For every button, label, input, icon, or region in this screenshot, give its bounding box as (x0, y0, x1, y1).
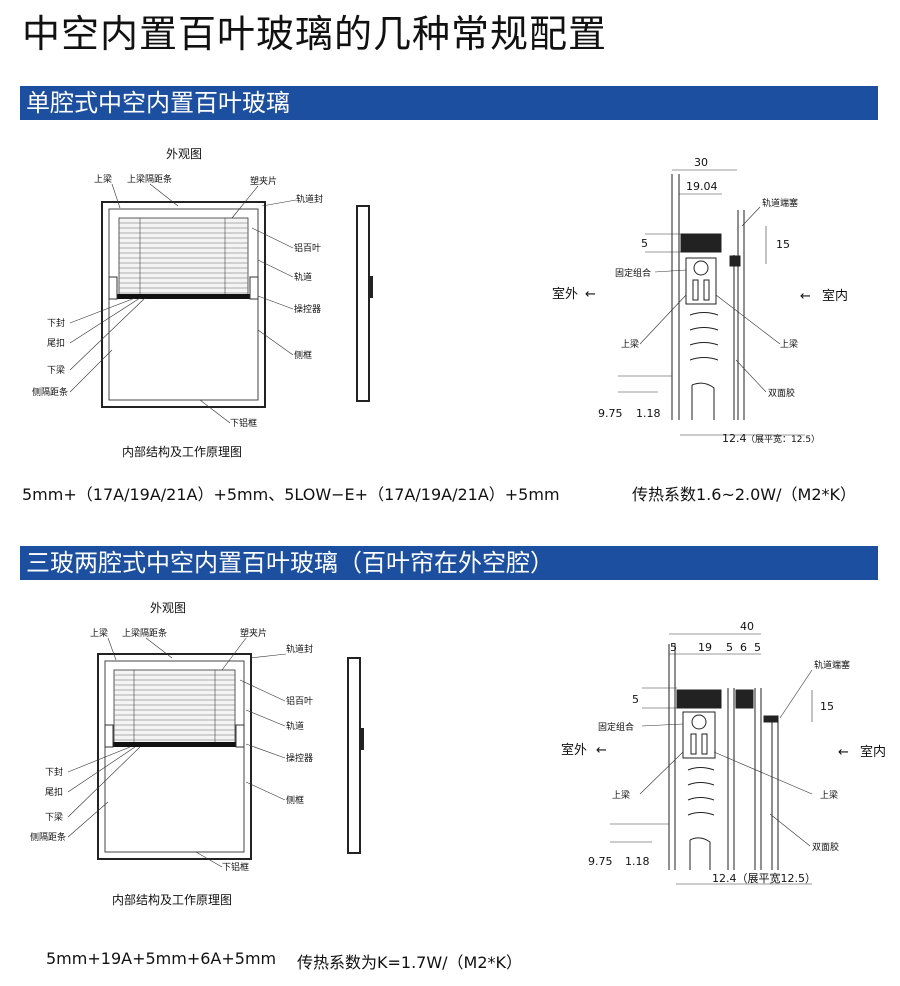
section-1-diagram: 外观图 上梁 上梁隔距条 塑夹片 轨道封 铝百叶 轨道 操控器 侧框 下铝 (32, 147, 848, 459)
label-tail-buckle: 尾扣 (45, 786, 63, 798)
section-2-heat: 传热系数为K=1.7W/（M2*K） (297, 953, 523, 972)
section-2-diagram: 外观图 上梁 上梁隔距条 塑夹片 轨道封 铝百叶 轨道 操控器 侧框 下铝框 下… (30, 601, 886, 907)
label-tail-buckle: 尾扣 (47, 337, 65, 349)
track-block-left (104, 724, 114, 748)
label-double-cavity: 双面胶 (768, 387, 795, 399)
label-left-beam: 上梁 (612, 789, 630, 801)
arrow-indoor: ← (838, 745, 849, 760)
label-aluminum-blind: 铝百叶 (294, 242, 321, 254)
label-track-plug: 轨道端塞 (814, 659, 850, 671)
label-fixed-assembly: 固定组合 (615, 267, 651, 279)
arrow-indoor: ← (800, 289, 811, 304)
dim-5-left: 5 (670, 641, 677, 654)
label-fixed-assembly: 固定组合 (598, 721, 634, 733)
bottom-rail (110, 742, 239, 747)
label-bottom-beam: 下梁 (45, 811, 63, 823)
label-bottom-frame: 下铝框 (230, 417, 257, 429)
dim-19-04: 19.04 (686, 180, 718, 193)
bottom-rail (115, 294, 252, 299)
label-outdoor: 室外 (552, 286, 578, 302)
dim-12-4: 12.4（展平宽12.5） (712, 871, 816, 885)
label-bottom-frame: 下铝框 (222, 861, 249, 873)
label-exterior-view: 外观图 (150, 601, 186, 615)
label-clip: 塑夹片 (250, 175, 277, 187)
label-aluminum-blind: 铝百叶 (286, 695, 313, 707)
page-title: 中空内置百叶玻璃的几种常规配置 (22, 12, 608, 56)
label-top-beam: 上梁 (94, 173, 112, 185)
dim-5-vertical: 5 (632, 693, 639, 706)
dim-1-18: 1.18 (625, 855, 650, 868)
label-side-frame: 侧框 (286, 794, 304, 806)
dim-40: 40 (740, 620, 754, 633)
caption-internal: 内部结构及工作原理图 (122, 444, 242, 459)
section-1-heat: 传热系数1.6~2.0W/（M2*K） (632, 485, 856, 504)
side-view-knob (360, 728, 364, 750)
label-right-beam: 上梁 (780, 338, 798, 350)
blind-slats (119, 222, 248, 294)
arrow-outdoor: ← (596, 743, 607, 758)
label-track-seal: 轨道封 (296, 193, 323, 205)
label-bottom-seal: 下封 (45, 766, 63, 778)
label-exterior-view: 外观图 (166, 147, 202, 161)
label-top-spacer: 上梁隔距条 (122, 627, 167, 639)
frame-inner (104, 660, 245, 853)
dim-9-75: 9.75 (588, 855, 613, 868)
dim-1-18: 1.18 (636, 407, 661, 420)
dim-19: 19 (698, 641, 712, 654)
section-1-spec: 5mm+（17A/19A/21A）+5mm、5LOW−E+（17A/19A/21… (22, 485, 560, 504)
dim-12-4-note: （展平宽：12.5） (746, 433, 820, 445)
label-indoor: 室内 (822, 288, 848, 304)
section-1-banner: 单腔式中空内置百叶玻璃 (20, 86, 878, 120)
label-left-beam: 上梁 (621, 338, 639, 350)
section-2-spec: 5mm+19A+5mm+6A+5mm (46, 949, 277, 968)
dim-5-mid: 5 (726, 641, 733, 654)
label-indoor: 室内 (860, 744, 886, 760)
side-view-panel (347, 657, 361, 854)
label-controller: 操控器 (294, 303, 321, 315)
section-profile (668, 644, 779, 870)
side-view-knob (369, 276, 373, 298)
label-top-spacer: 上梁隔距条 (127, 173, 172, 185)
label-side-spacer: 侧隔距条 (30, 831, 66, 843)
caption-internal: 内部结构及工作原理图 (112, 892, 232, 907)
label-right-beam: 上梁 (820, 789, 838, 801)
blind-stack (113, 669, 236, 746)
dim-12-4: 12.4 (722, 432, 747, 445)
label-track: 轨道 (294, 271, 312, 283)
label-track-seal: 轨道封 (286, 643, 313, 655)
side-view-panel (356, 205, 370, 402)
label-track: 轨道 (286, 720, 304, 732)
label-bottom-seal: 下封 (47, 317, 65, 329)
dim-30: 30 (694, 156, 708, 169)
frame-inner (108, 208, 259, 401)
label-side-spacer: 侧隔距条 (32, 386, 68, 398)
arrow-outdoor: ← (585, 287, 596, 302)
frame-outer (101, 201, 266, 408)
label-controller: 操控器 (286, 752, 313, 764)
dim-5-right: 5 (754, 641, 761, 654)
label-double-cavity: 双面胶 (812, 841, 839, 853)
dim-5: 5 (641, 237, 648, 250)
frame-outer (97, 653, 252, 860)
label-track-plug: 轨道端塞 (762, 197, 798, 209)
dim-6: 6 (740, 641, 747, 654)
track-block-left (108, 276, 118, 300)
dim-9-75: 9.75 (598, 407, 623, 420)
section-profile (671, 174, 745, 420)
label-bottom-beam: 下梁 (47, 364, 65, 376)
track-block-right (235, 724, 245, 748)
track-block-right (249, 276, 259, 300)
dim-15: 15 (776, 238, 790, 251)
label-side-frame: 侧框 (294, 349, 312, 361)
section-2-banner: 三玻两腔式中空内置百叶玻璃（百叶帘在外空腔） (20, 546, 878, 580)
label-clip: 塑夹片 (240, 627, 267, 639)
label-top-beam: 上梁 (90, 627, 108, 639)
label-outdoor: 室外 (561, 742, 587, 758)
dim-15: 15 (820, 700, 834, 713)
